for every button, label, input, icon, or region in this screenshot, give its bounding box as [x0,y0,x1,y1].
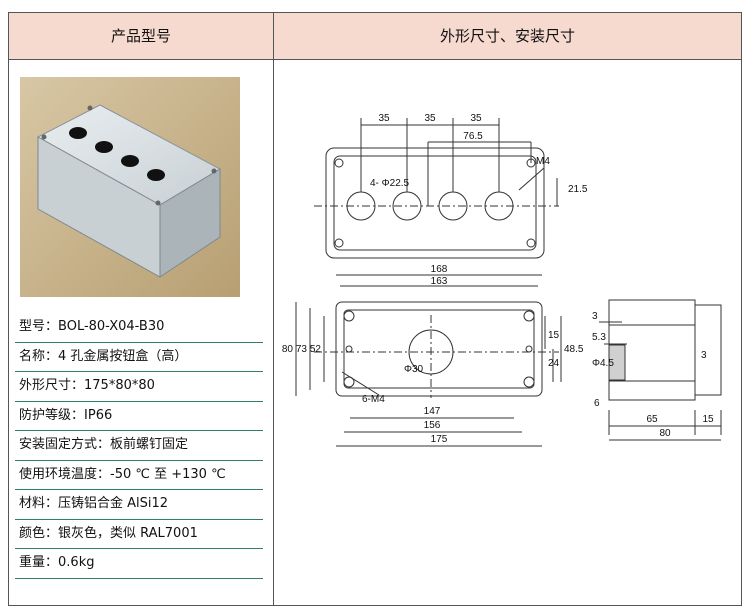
product-box-illustration [20,77,240,297]
header-product-model: 产品型号 [110,27,171,45]
spec-row-mounting: 安装固定方式：板前螺钉固定 [15,431,263,461]
dim-side-a: 3 [592,311,598,322]
product-photo [20,77,240,297]
dim-front-bottom-1: 147 [424,406,441,417]
dim-front-height-1: 80 [282,344,294,355]
screw-label: M4 [536,156,550,167]
top-view [314,118,559,259]
spec-row-model: 型号：BOL-80-X04-B30 [15,313,263,343]
hole-label: 4- Φ22.5 [370,178,410,189]
dim-top-1: 35 [378,113,390,124]
front-view [295,274,562,447]
dim-front-right-3: 48.5 [564,344,584,355]
spec-row-temperature: 使用环境温度：-50 ℃ 至 +130 ℃ [15,461,263,490]
dim-top-2: 35 [424,113,436,124]
dim-side-e: 6 [594,398,600,409]
table-header: 产品型号 外形尺寸、安装尺寸 [9,13,741,60]
dim-side-f: 65 [646,414,658,425]
spec-row-color: 颜色：银灰色，类似 RAL7001 [15,520,263,549]
header-dimensions: 外形尺寸、安装尺寸 [439,27,575,45]
spec-row-protection: 防护等级：IP66 [15,402,263,431]
dim-front-height-2: 73 [296,344,308,355]
dimension-drawing: 35 35 35 76.5 4- Φ22.5 M4 21.5 168 163 8… [282,113,722,447]
screws-label: 6-M4 [362,394,385,405]
spec-row-material: 材料：压铸铝合金 AlSi12 [15,490,263,520]
spec-table: 产品型号 外形尺寸、安装尺寸 [8,12,742,606]
spec-row-name: 名称：4 孔金属按钮盒（高） [15,343,263,372]
dim-front-bottom-3: 175 [431,434,448,445]
spec-row-size: 外形尺寸：175*80*80 [15,372,263,402]
dim-front-width-2: 163 [431,276,448,287]
spec-row-weight: 重量：0.6kg [15,549,263,579]
dim-side-d: 3 [701,350,707,361]
dim-side-c: Φ4.5 [592,358,614,369]
dim-top-side: 21.5 [568,184,588,195]
circle-diameter-label: Φ30 [404,364,424,375]
dim-side-b: 5.3 [592,332,606,343]
dim-side-h: 80 [659,428,671,439]
dim-top-4: 76.5 [463,131,483,142]
dim-front-right-1: 15 [548,330,560,341]
side-view [599,299,722,441]
dim-top-3: 35 [470,113,482,124]
dim-front-width-1: 168 [431,264,448,275]
dim-front-right-2: 24 [548,358,560,369]
dim-front-bottom-2: 156 [424,420,441,431]
dim-front-height-3: 52 [310,344,322,355]
dim-side-g: 15 [702,414,714,425]
technical-drawings: 35 35 35 76.5 4- Φ22.5 M4 21.5 168 163 8… [274,60,741,605]
spec-list: 型号：BOL-80-X04-B30 名称：4 孔金属按钮盒（高） 外形尺寸：17… [15,313,263,579]
column-divider [273,13,274,605]
